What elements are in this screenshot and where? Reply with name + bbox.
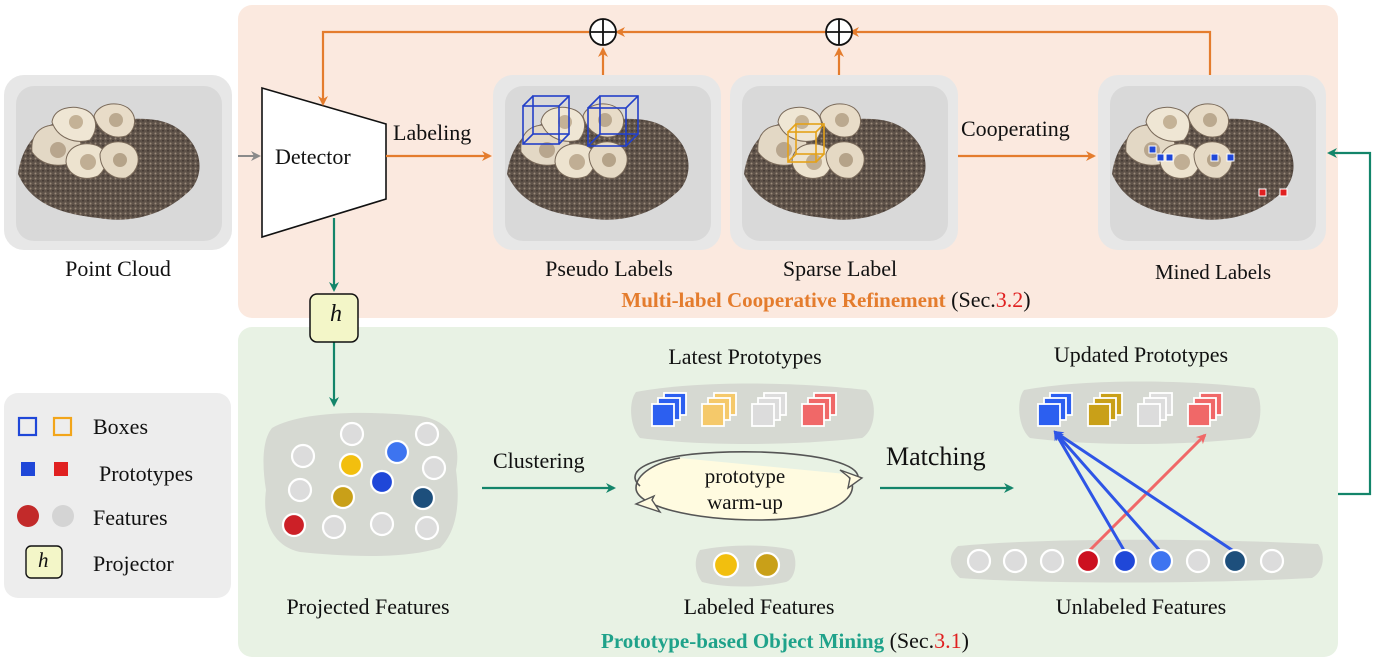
labeled-features-tray [695, 545, 796, 587]
prototype-blue-icon [21, 462, 35, 476]
legend-features-label: Features [93, 505, 168, 530]
labeled-feature-yellow [712, 551, 740, 579]
clustering-label: Clustering [493, 448, 585, 473]
feedback-arrow-left [318, 30, 589, 106]
refinement-section-title: Multi-label Cooperative Refinement (Sec.… [621, 287, 1031, 312]
projected-feature-dots [281, 421, 447, 541]
point-cloud-label: Point Cloud [65, 256, 171, 281]
updated-prototype-stacks [1037, 392, 1223, 427]
sparse-label-label: Sparse Label [782, 256, 898, 281]
feature-red-icon [17, 505, 39, 527]
updated-prototypes-label: Updated Prototypes [1053, 342, 1229, 367]
mined-labels-image [1098, 75, 1326, 250]
mined-labels-label: Mined Labels [1154, 260, 1272, 284]
latest-prototypes-label: Latest Prototypes [668, 344, 822, 369]
prototype-red-icon [54, 462, 68, 476]
legend-prototypes-label: Prototypes [99, 461, 194, 486]
matching-label: Matching [886, 442, 986, 471]
plus-icon [825, 18, 853, 46]
box-orange-icon [52, 416, 73, 437]
projector-legend-icon [25, 545, 63, 579]
cooperating-label: Cooperating [961, 116, 1070, 141]
sparse-label-image [730, 75, 958, 250]
detector-label: Detector [275, 144, 351, 169]
warmup-line-2: warm-up [707, 490, 783, 514]
projector-symbol: h [330, 301, 342, 327]
projected-features-label: Projected Features [286, 594, 450, 619]
detector-block [261, 86, 387, 239]
unlabeled-feature-dots [966, 548, 1285, 574]
labeling-label: Labeling [393, 120, 472, 145]
projector-block [309, 293, 359, 343]
legend-projector-symbol: h [38, 548, 49, 572]
warmup-cycle-icon [634, 451, 864, 521]
legend-projector-label: Projector [93, 551, 174, 576]
box-blue-icon [17, 416, 38, 437]
latest-prototype-stacks [651, 392, 837, 427]
mined-feedback-arrow [1327, 148, 1372, 496]
unlabeled-features-label: Unlabeled Features [1055, 594, 1227, 619]
point-cloud-image [4, 75, 232, 250]
legend-boxes-label: Boxes [93, 414, 148, 439]
warmup-line-1: prototype [704, 464, 786, 488]
feedback-arrow-right [849, 27, 1212, 75]
plus-icon [589, 18, 617, 46]
matching-lines [1053, 430, 1236, 554]
labeled-features-label: Labeled Features [683, 594, 835, 619]
labeled-feature-gold [753, 551, 781, 579]
pseudo-labels-label: Pseudo Labels [545, 256, 673, 281]
mining-section-title: Prototype-based Object Mining (Sec.3.1) [600, 628, 970, 653]
pseudo-labels-image [493, 75, 721, 250]
feature-gray-icon [52, 505, 74, 527]
